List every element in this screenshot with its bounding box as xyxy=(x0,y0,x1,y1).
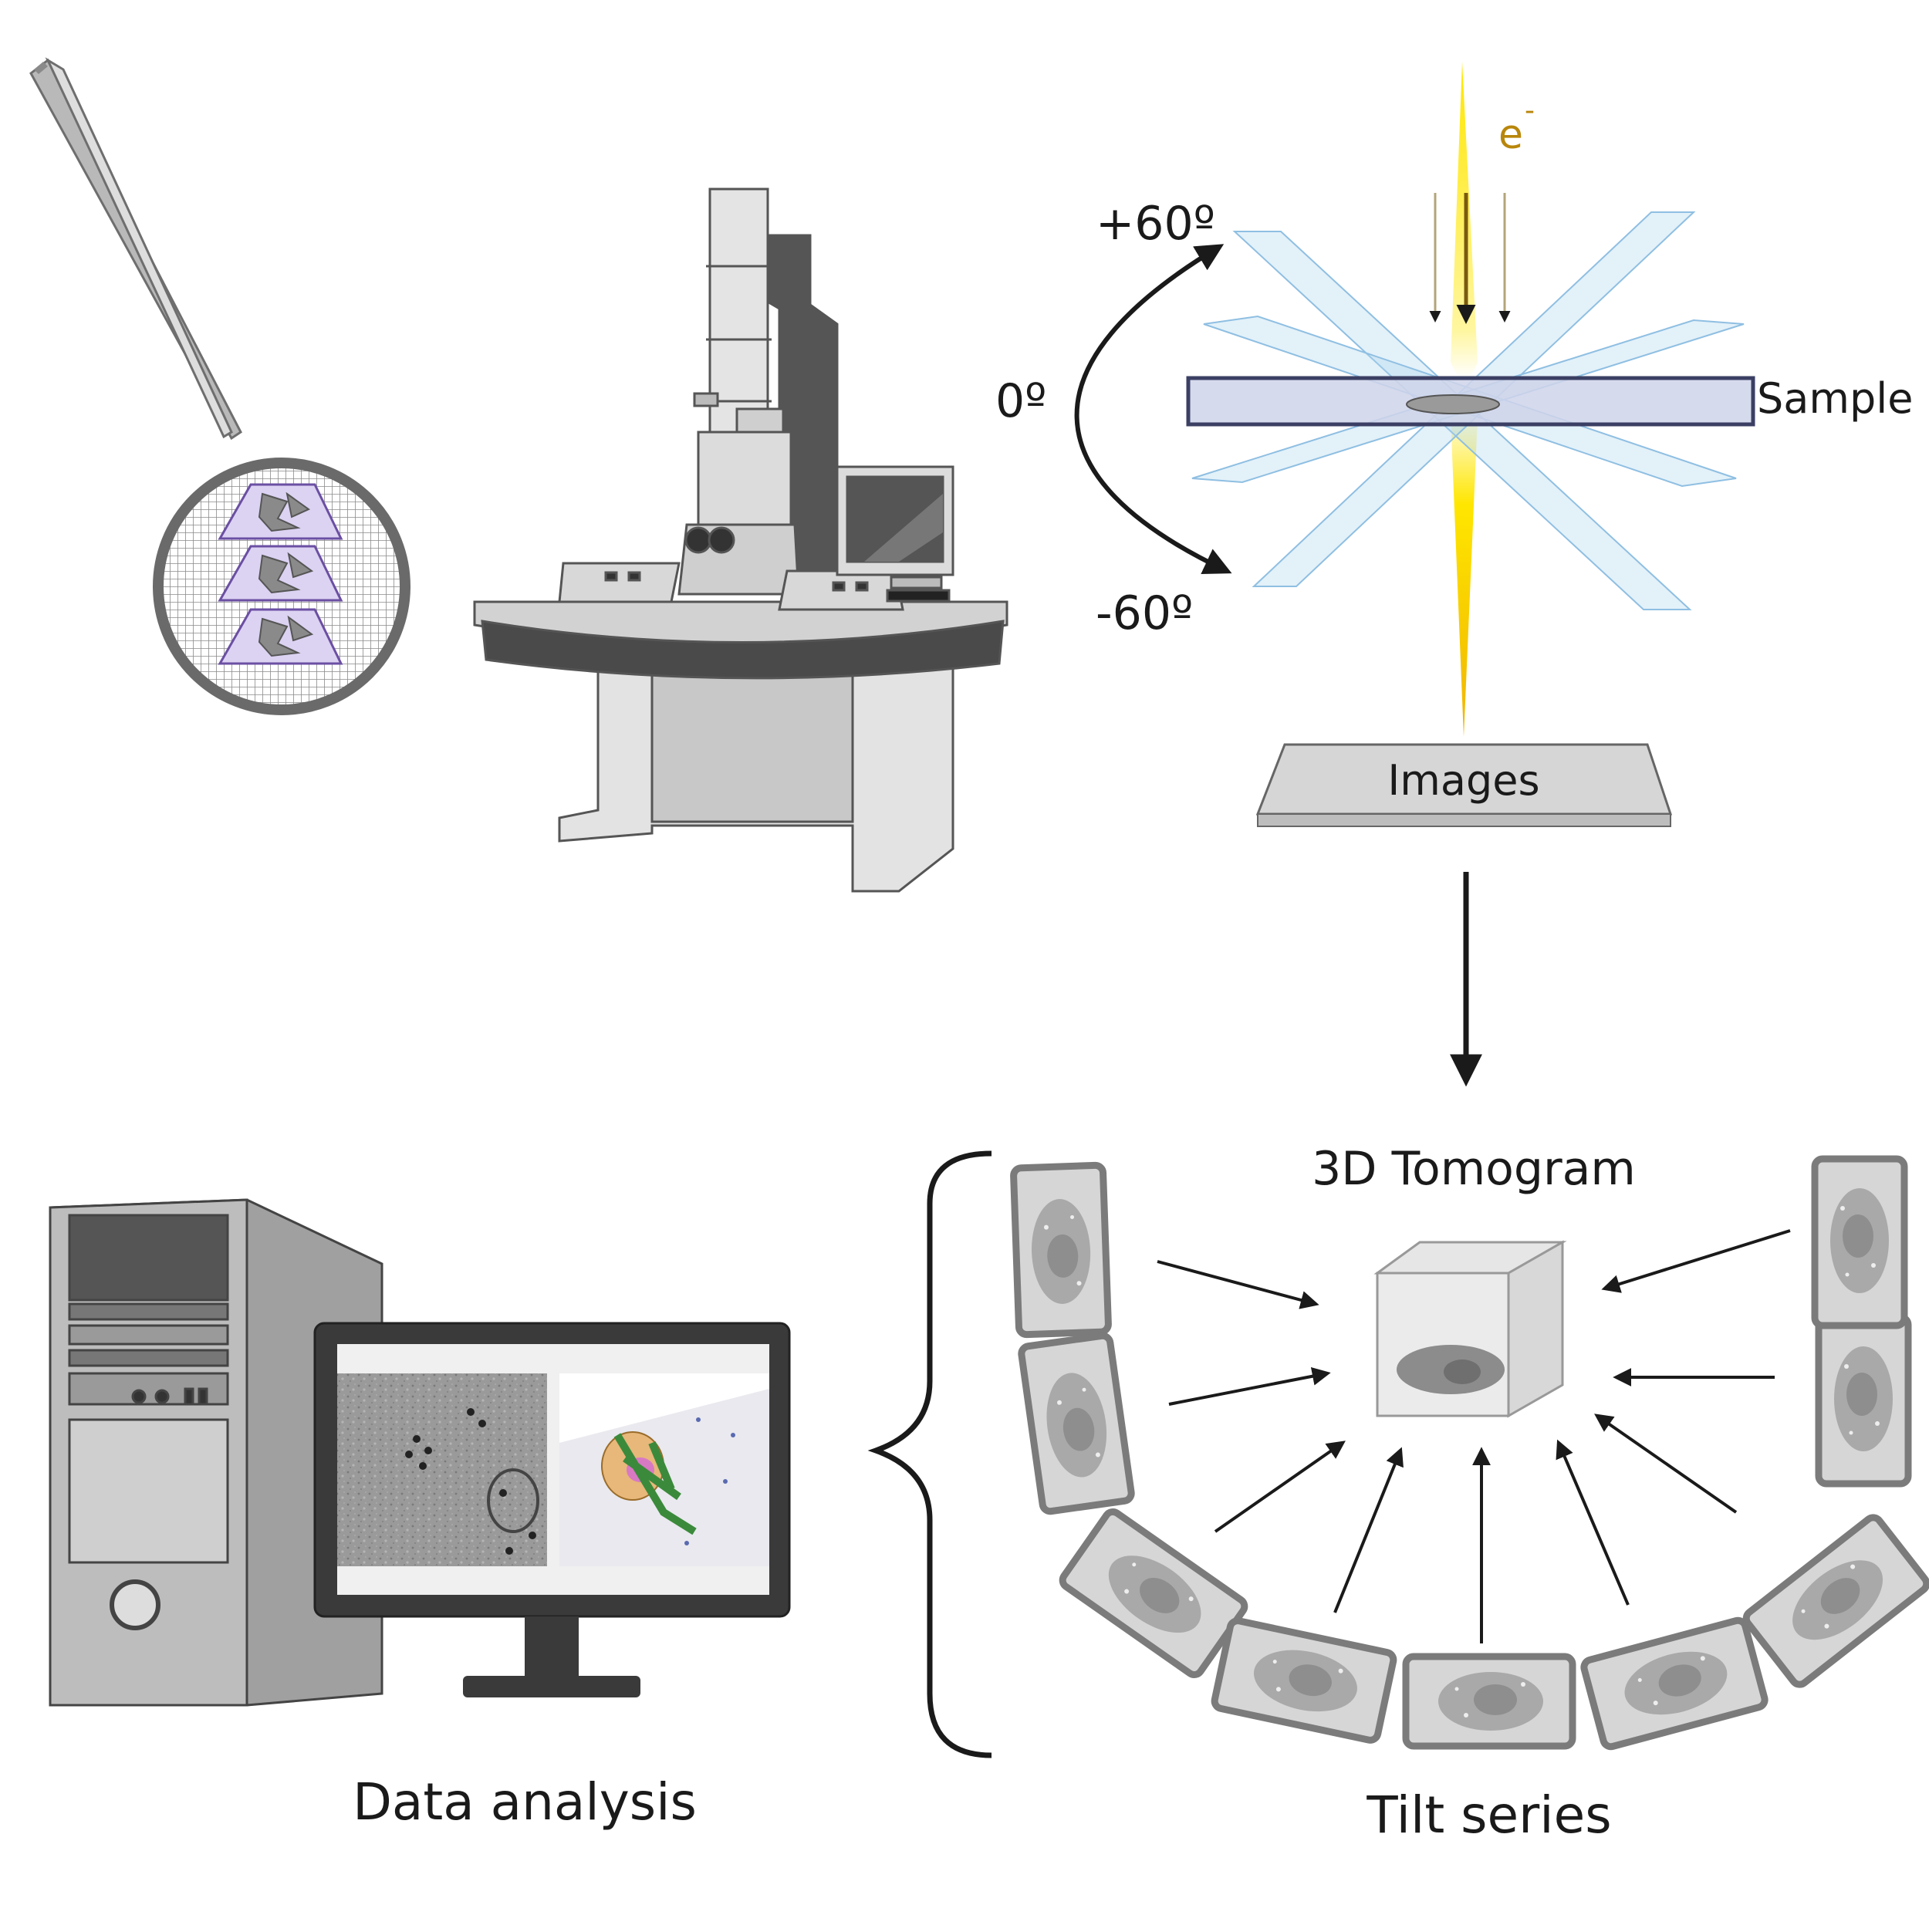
tilt-image-icon xyxy=(1013,1165,1108,1335)
tilt-arrow xyxy=(1556,1439,1630,1606)
tilt-arrow xyxy=(1214,1441,1346,1533)
tilt-image-icon xyxy=(1213,1620,1394,1741)
electron-beam-bottom xyxy=(1451,405,1478,737)
electron-microscope-icon xyxy=(473,187,1008,893)
electron-label: e xyxy=(1498,112,1523,158)
images-label: Images xyxy=(1387,756,1539,805)
tilt-image-icon xyxy=(1059,1509,1247,1678)
angle-zero-label: 0º xyxy=(995,374,1046,428)
tilt-arrow xyxy=(1333,1447,1404,1613)
em-grid-icon xyxy=(153,458,410,715)
tomogram-label: 3D Tomogram xyxy=(1312,1142,1636,1196)
monitor-icon xyxy=(313,1322,791,1697)
tweezers-icon xyxy=(29,57,242,441)
tilt-arrow xyxy=(1594,1414,1738,1514)
power-button-icon xyxy=(110,1579,160,1630)
curly-brace xyxy=(867,1150,992,1758)
electron-sup: - xyxy=(1525,95,1535,127)
tilt-geometry xyxy=(1074,62,1755,1087)
computer-tower-icon xyxy=(49,1198,383,1707)
tilt-image-icon xyxy=(1815,1159,1904,1326)
tilt-arrow xyxy=(1157,1260,1319,1309)
tilt-image-icon xyxy=(1819,1317,1908,1484)
data-analysis-label: Data analysis xyxy=(353,1772,697,1832)
tilt-arrow xyxy=(1601,1229,1791,1293)
tilt-arrow xyxy=(1168,1366,1331,1406)
tilt-image-icon xyxy=(1406,1657,1573,1746)
tilt-image-icon xyxy=(1021,1335,1133,1512)
angle-plus-label: +60º xyxy=(1096,197,1215,251)
tilt-image-icon xyxy=(1583,1619,1767,1748)
tomogram-cube-icon xyxy=(1373,1240,1567,1418)
tilt-arc-arrow xyxy=(1074,244,1232,575)
angle-minus-label: -60º xyxy=(1096,586,1193,640)
tilt-series-label: Tilt series xyxy=(1366,1785,1611,1845)
tilt-series-arrows xyxy=(1157,1229,1791,1643)
sample-label: Sample xyxy=(1757,374,1913,423)
tilt-image-icon xyxy=(1743,1515,1929,1687)
sample-cell-icon xyxy=(1406,394,1500,414)
